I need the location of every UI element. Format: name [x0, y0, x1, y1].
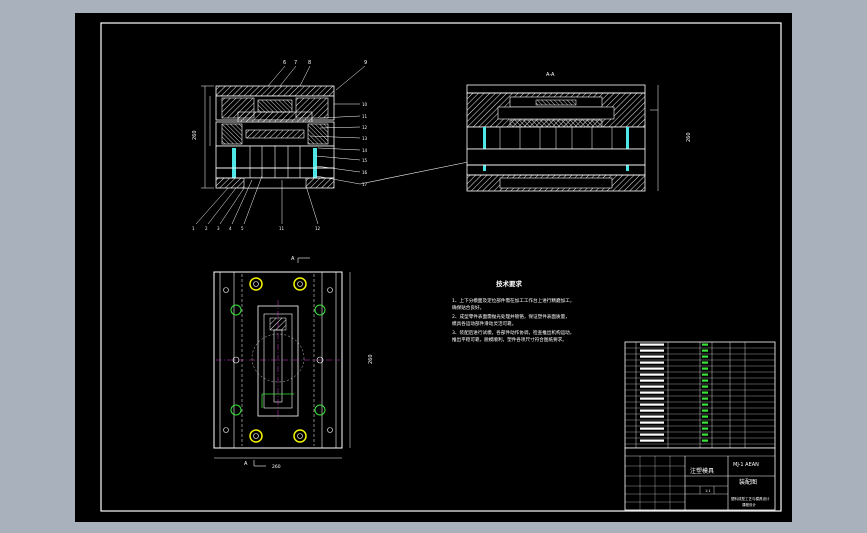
parts-list-qty	[702, 421, 708, 424]
sub-title: 课程设计	[742, 502, 756, 507]
leader-label: 3	[217, 226, 220, 231]
requirement-line: 2、成型零件表面需抛光处理并镀铬，保证塑件表面质量，	[452, 313, 570, 320]
leader-label: 17	[362, 182, 368, 187]
parts-list-entry	[640, 349, 664, 352]
leader-label: 11	[279, 226, 285, 231]
sheet-type: 装配图	[739, 478, 757, 486]
parts-list-qty	[702, 373, 708, 376]
parts-list-entry	[640, 343, 664, 346]
parts-list-qty	[702, 427, 708, 430]
parts-list-qty	[702, 397, 708, 400]
section-cut-mark: A	[291, 256, 295, 262]
svg-text:260: 260	[368, 354, 374, 364]
parts-list-qty	[702, 343, 708, 346]
parts-list-qty	[702, 367, 708, 370]
leader-label: 2	[205, 226, 208, 231]
leader-label: 9	[364, 60, 367, 66]
leader-label: 4	[229, 226, 232, 231]
leader-label: 12	[315, 226, 321, 231]
top-view: A A 260	[213, 256, 374, 470]
parts-list-entry	[640, 391, 664, 394]
parts-list-qty	[702, 379, 708, 382]
parts-list-entry	[640, 355, 664, 358]
parts-list-qty	[702, 439, 708, 442]
parts-list-entry	[640, 415, 664, 418]
parts-list-qty	[702, 391, 708, 394]
leader-label: 16	[362, 170, 368, 175]
title-block: 注塑模具 MJ-1 AEAN 装配图 1:1 塑料成型工艺与模具设计 课程设计	[624, 341, 776, 511]
section-label: A-A	[546, 72, 555, 78]
parts-list-entry	[640, 433, 664, 436]
leader-label: 12	[362, 125, 368, 130]
scale: 1:1	[705, 489, 711, 493]
requirement-line: 3、装配后进行试模，各部件动作协调，检查推出机构运动，	[452, 329, 574, 336]
leader-label: 14	[362, 148, 368, 153]
inner-frame	[100, 22, 782, 512]
parts-list-entry	[640, 427, 664, 430]
parts-list-qty	[702, 385, 708, 388]
parts-list-qty	[702, 415, 708, 418]
front-view: 260 6 7 8 9 10 11 12 13 14 15 16 17	[192, 60, 479, 231]
svg-text:260: 260	[272, 464, 281, 470]
parts-list-qty	[702, 409, 708, 412]
parts-list-entry	[640, 373, 664, 376]
leader-label: 1	[192, 226, 195, 231]
leader-label: 10	[362, 102, 368, 107]
institution: 塑料成型工艺与模具设计	[731, 496, 770, 501]
parts-list-entry	[640, 439, 664, 442]
parts-list-qty	[702, 433, 708, 436]
svg-text:260: 260	[686, 132, 692, 142]
drawing-number: MJ-1 AEAN	[733, 462, 759, 468]
parts-list-entry	[640, 367, 664, 370]
leader-label: 7	[294, 60, 297, 66]
requirement-line: 确保贴合良好。	[452, 304, 484, 311]
parts-list-entry	[640, 403, 664, 406]
leader-label: 15	[362, 158, 368, 163]
parts-list-entry	[640, 421, 664, 424]
parts-list-entry	[640, 409, 664, 412]
leader-label: 8	[308, 60, 311, 66]
parts-list-qty	[702, 349, 708, 352]
parts-list-qty	[702, 403, 708, 406]
parts-list-entry	[640, 361, 664, 364]
parts-list-qty	[702, 361, 708, 364]
section-cut-mark: A	[244, 461, 248, 467]
technical-requirements: 技术要求 1、上下分模面及定位部件需在加工工作台上进行精磨加工， 确保贴合良好。…	[452, 279, 574, 343]
parts-list-entry	[640, 385, 664, 388]
requirement-line: 1、上下分模面及定位部件需在加工工作台上进行精磨加工，	[452, 297, 574, 304]
leader-label: 11	[362, 114, 368, 119]
requirement-line: 推出平稳可靠，脱模顺利，塑件各项尺寸符合图纸要求。	[452, 336, 567, 343]
svg-text:260: 260	[192, 130, 198, 140]
leader-label: 6	[283, 60, 286, 66]
requirements-title: 技术要求	[496, 279, 523, 288]
parts-list-entry	[640, 379, 664, 382]
requirement-line: 模具各运动部件滑动灵活可靠。	[452, 320, 516, 327]
drawing-name: 注塑模具	[690, 467, 714, 475]
parts-list-qty	[702, 355, 708, 358]
leader-label: 5	[241, 226, 244, 231]
section-view: A-A 260	[466, 72, 692, 192]
leader-label: 13	[362, 136, 368, 141]
parts-list-entry	[640, 397, 664, 400]
